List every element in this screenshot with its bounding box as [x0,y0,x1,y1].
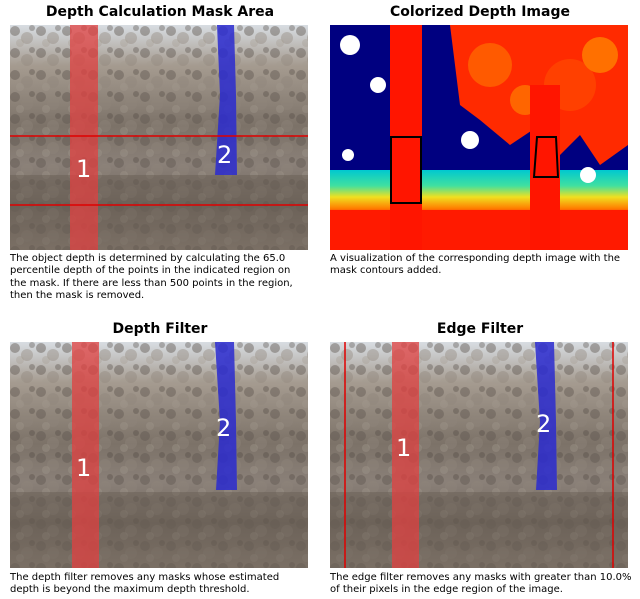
panel-caption: A visualization of the corresponding dep… [330,253,621,277]
panel-caption: The edge filter removes any masks with g… [330,572,632,596]
orchard-photo: 1 2 [10,342,308,568]
depth-image [330,25,628,250]
mask-2-contour [532,136,560,178]
mask-label-1: 1 [76,454,92,482]
orchard-photo: 1 2 [10,25,308,250]
mask-2-blue [215,25,237,175]
panel-depth-filter: Depth Filter 1 2 The depth filter remove… [0,316,320,599]
panel-title: Edge Filter [436,321,524,337]
mask-1-red [70,25,98,250]
panel-caption: The object depth is determined by calcul… [10,253,293,302]
mask-label-2: 2 [217,141,233,169]
mask-label-2: 2 [216,414,232,442]
mask-2-blue [215,342,237,490]
mask-1-contour [390,136,422,204]
mask-1-red [72,342,99,568]
mask-label-1: 1 [76,155,92,183]
panel-title: Depth Calculation Mask Area [45,4,275,20]
panel-depth-calculation: Depth Calculation Mask Area 1 2 The obje… [0,0,320,302]
mask-label-2: 2 [536,410,552,438]
panel-edge-filter: Edge Filter 1 2 The edge filter removes … [320,316,640,599]
panel-title: Colorized Depth Image [390,4,570,20]
panel-colorized-depth: Colorized Depth Image A visual [320,0,640,300]
mask-label-1: 1 [396,434,412,462]
mask-1-red [392,342,419,568]
orchard-photo: 1 2 [330,342,628,568]
panel-caption: The depth filter removes any masks whose… [10,572,280,596]
mask-2-blue [535,342,557,490]
panel-title: Depth Filter [112,321,208,337]
